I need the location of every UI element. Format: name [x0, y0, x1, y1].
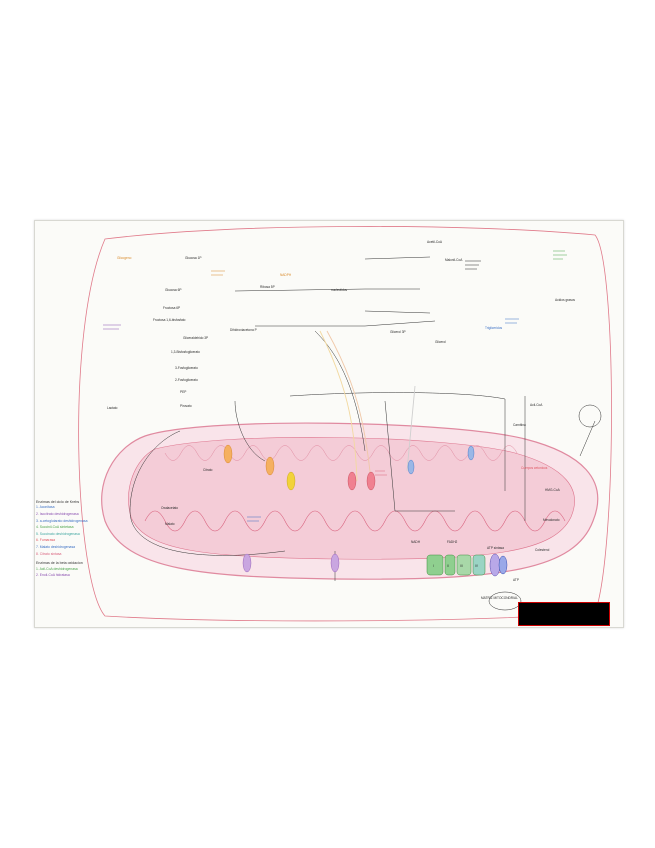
legend-item: 8. Citrato sintasa [36, 551, 62, 556]
label-complex-ii: II [447, 564, 449, 568]
label-complex-iv: IV [475, 564, 479, 568]
electron-transport-chain [426, 553, 508, 577]
label-nadph: NADPH [280, 273, 292, 277]
label-fructose-16: Fructosa 1,6-bisfosfato [153, 318, 186, 322]
label-bpg: 1,3-Bisfosfoglicerato [171, 350, 200, 354]
label-oxaloacetate: Oxalacetato [161, 506, 178, 510]
label-pep: PEP [180, 390, 186, 394]
carrier-blue [407, 459, 415, 475]
legend-item: 6. Fumarasa [36, 538, 56, 543]
label-ketone-bodies: Cuerpos cetonicos [521, 466, 548, 470]
carrier-purple [242, 553, 252, 573]
label-complex-i: I [433, 564, 434, 568]
metabolism-diagram: Glicogeno Glucosa 6P Glucosa 1P Fructosa… [78, 226, 612, 622]
label-bottom-note: MATRIZ MITOCONDRIAL [481, 596, 518, 600]
label-complex-iii: III [460, 564, 463, 568]
label-glycerol: Glicerol [435, 340, 446, 344]
carrier-purple-2 [330, 553, 340, 573]
cristae-top [164, 445, 518, 461]
legend-item: 5. Succinato deshidrogenasa [36, 531, 80, 536]
membrane-channels [223, 444, 475, 573]
label-malate: Malato [165, 522, 175, 526]
label-dhap: Dihidroxiacetona P [230, 328, 257, 332]
label-pentose: Ribosa 5P [260, 285, 275, 289]
label-mevalonate: Mevalonato [543, 518, 560, 522]
transport-lines [319, 330, 416, 482]
legend-item: 2. Isocitrato deshidrogenasa [36, 512, 79, 516]
legend-item: 4. Succinil-CoA sintetasa [36, 525, 74, 530]
pathway-labels: Glicogeno Glucosa 6P Glucosa 1P Fructosa… [107, 240, 575, 600]
legend-item: 2. Enoil-CoA hidratasa [36, 573, 70, 578]
pathway-connectors [129, 256, 596, 581]
cristae [144, 510, 566, 532]
legend-item: 3. a-cetoglutarato deshidrogenasa [36, 518, 88, 523]
label-3pg: 3-Fosfoglicerato [175, 366, 198, 370]
complex-iii [456, 554, 472, 576]
carrier-red [347, 471, 357, 491]
annotation-circle [578, 404, 602, 428]
label-pyruvate: Piruvato [180, 404, 192, 408]
legend-list-krebs: 1. Aconitasa 2. Isocitrato deshidrogenasa… [36, 504, 122, 557]
carrier-blue-2 [467, 445, 475, 461]
label-lactate: Lactato [107, 406, 118, 410]
label-glyceraldehyde: Gliceraldehido 3P [183, 336, 208, 340]
label-hmg-coa: HMG-CoA [545, 488, 561, 492]
legend-item: 1. Aconitasa [36, 505, 55, 510]
label-atp: ATP [513, 578, 519, 582]
label-glucose-6p: Glucosa 6P [165, 288, 181, 292]
carrier-red-2 [366, 471, 376, 491]
label-atp-synthase: ATP sintasa [487, 546, 504, 550]
label-nucleotides: nucleotidos [331, 288, 348, 292]
carrier-orange [223, 444, 233, 464]
label-fatty-acids: Acidos grasos [555, 298, 575, 302]
label-fructose-6p: Fructosa 6P [163, 306, 180, 310]
legend-title-krebs: Enzimas del ciclo de Krebs [36, 500, 80, 504]
legend-list-beta: 1. Acil-CoA deshidrogenasa 2. Enoil-CoA h… [36, 566, 122, 579]
legend-item: 1. Acil-CoA deshidrogenasa [36, 566, 78, 571]
mitochondria-matrix [128, 437, 575, 560]
label-carnitine: Carnitina [513, 423, 526, 427]
legend-title-beta: Enzimas de la beta oxidacion [36, 561, 83, 566]
label-fadh2: FADH2 [447, 540, 458, 544]
label-triglycerides: Trigliceridos [485, 326, 502, 330]
atp-synthase-shape [489, 553, 501, 577]
label-citrate: Citrato [203, 468, 213, 472]
label-cholesterol: Colesterol [535, 548, 550, 552]
complex-i [426, 554, 444, 576]
complex-iv [472, 554, 486, 576]
annotation-marks [103, 250, 567, 522]
carrier-yellow [286, 471, 296, 491]
legend-item: 7. Malato deshidrogenasa [36, 544, 76, 549]
label-2pg: 2-Fosfoglicerato [175, 378, 198, 382]
carrier-orange-2 [265, 456, 275, 476]
complex-ii [444, 554, 456, 576]
label-glycogen: Glicogeno [117, 256, 132, 260]
legend: Enzimas del ciclo de Krebs 1. Aconitasa 2… [36, 500, 122, 579]
label-glucose-1p: Glucosa 1P [185, 256, 201, 260]
label-acyl-coa: Acil-CoA [530, 403, 543, 407]
label-glycerol-3p: Glicerol 3P [390, 330, 406, 334]
note-ellipse [488, 591, 522, 611]
label-acetyl-coa: Acetil-CoA [427, 240, 443, 244]
diagram-sheet: Glicogeno Glucosa 6P Glucosa 1P Fructosa… [34, 220, 624, 628]
atp-synthase-shape-2 [498, 555, 508, 575]
label-malonyl-coa: Malonil-CoA [445, 258, 463, 262]
redaction-box [518, 602, 610, 626]
label-nadh: NADH [411, 540, 421, 544]
